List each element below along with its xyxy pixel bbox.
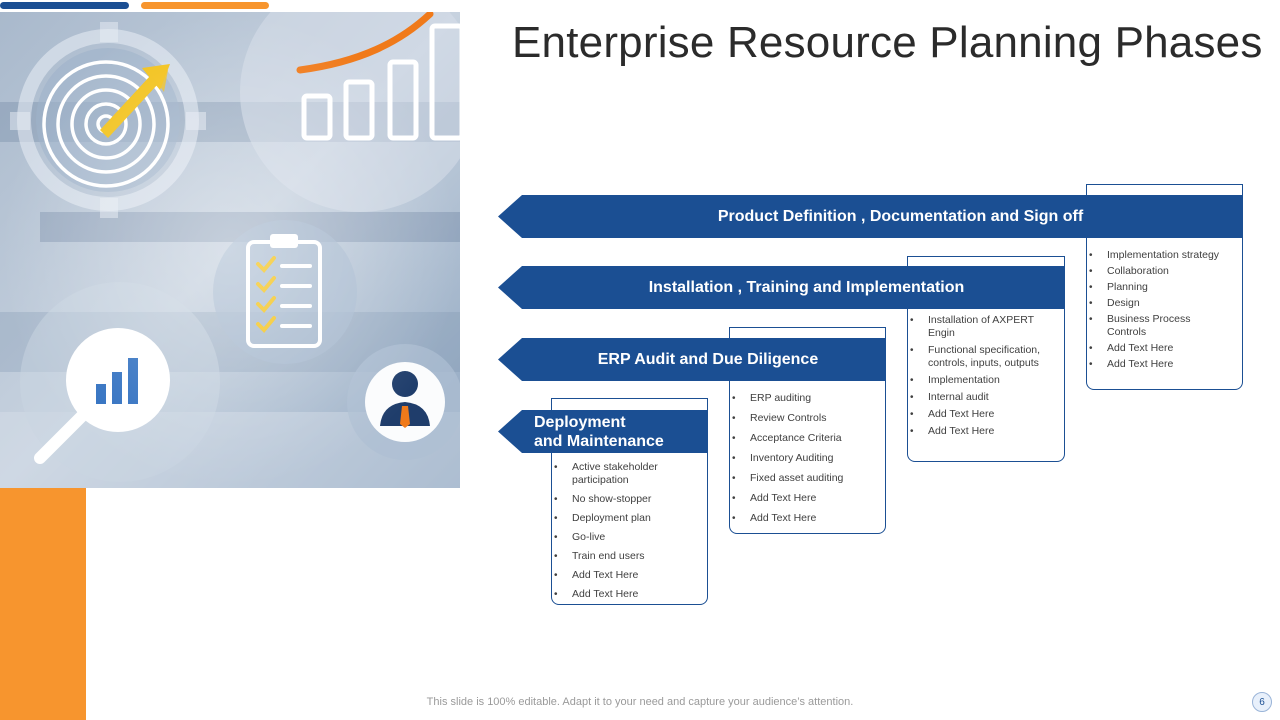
phase-banner-deployment: Deployment and Maintenance (498, 410, 708, 453)
list-item: No show-stopper (552, 493, 707, 506)
phase-label-line-2: and Maintenance (534, 432, 664, 450)
list-item: Collaboration (1087, 265, 1242, 278)
list-item: ERP auditing (730, 392, 885, 405)
list-item: Business Process Controls (1087, 313, 1217, 339)
list-item: Train end users (552, 550, 707, 563)
list-item: Functional specification, controls, inpu… (908, 344, 1048, 370)
list-item: Go-live (552, 531, 707, 544)
phase-label-line-1: Deployment (534, 413, 626, 431)
phase-label: Installation , Training and Implementati… (648, 278, 965, 296)
phase-label: Product Definition , Documentation and S… (717, 207, 1084, 225)
orange-side-block (0, 488, 86, 720)
list-item: Installation of AXPERT Engin (908, 314, 1038, 340)
page-title: Enterprise Resource Planning Phases (512, 18, 1263, 67)
hero-image (0, 12, 460, 488)
top-accent-bar-orange (141, 2, 269, 9)
list-item: Deployment plan (552, 512, 707, 525)
phase-banner-product-definition: Product Definition , Documentation and S… (498, 195, 1243, 238)
list-item: Active stakeholder participation (552, 461, 672, 487)
list-item: Implementation (908, 374, 1064, 387)
list-item: Implementation strategy (1087, 249, 1242, 262)
list-item: Add Text Here (1087, 358, 1242, 371)
list-item: Design (1087, 297, 1242, 310)
list-item: Internal audit (908, 391, 1064, 404)
list-item: Add Text Here (1087, 342, 1242, 355)
list-item: Inventory Auditing (730, 452, 885, 465)
list-item: Add Text Here (908, 408, 1064, 421)
list-item: Add Text Here (908, 425, 1064, 438)
phase-banner-erp-audit: ERP Audit and Due Diligence (498, 338, 886, 381)
phase-label: ERP Audit and Due Diligence (597, 350, 819, 368)
list-item: Add Text Here (730, 492, 885, 505)
list-item: Add Text Here (552, 588, 707, 601)
list-item: Fixed asset auditing (730, 472, 885, 485)
phase-banner-installation: Installation , Training and Implementati… (498, 266, 1065, 309)
phase-label: Deployment and Maintenance (534, 413, 664, 451)
list-item: Acceptance Criteria (730, 432, 885, 445)
page-number-badge: 6 (1252, 692, 1272, 712)
footer-note: This slide is 100% editable. Adapt it to… (426, 696, 854, 708)
list-item: Add Text Here (730, 512, 885, 525)
list-item: Add Text Here (552, 569, 707, 582)
list-item: Review Controls (730, 412, 885, 425)
top-accent-bar-blue (0, 2, 129, 9)
list-item: Planning (1087, 281, 1242, 294)
